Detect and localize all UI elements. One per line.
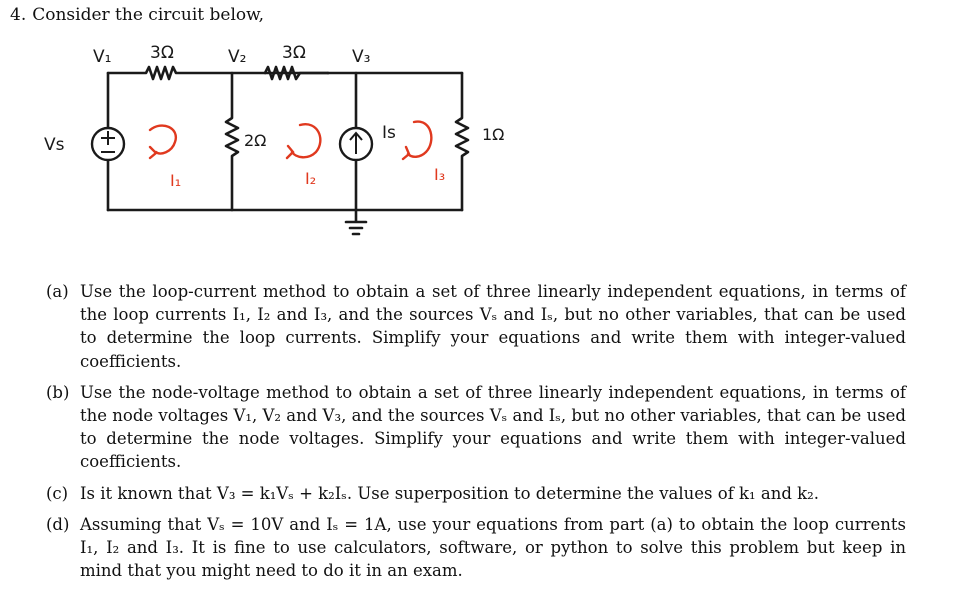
loop-arrow-3-icon <box>401 120 433 161</box>
part-text: Is it known that V₃ = k₁Vₛ + k₂Iₛ. Use s… <box>80 483 820 503</box>
problem-heading: 4.Consider the circuit below, <box>10 5 264 25</box>
problem-parts: (a) Use the loop-current method to obtai… <box>46 280 906 590</box>
node-label-v3: V₃ <box>352 47 370 67</box>
resistor-3ohm-b <box>263 65 330 81</box>
node-label-v1: V₁ <box>93 47 111 67</box>
source-label-vs: Vs <box>44 135 65 155</box>
part-label: (c) <box>46 483 69 503</box>
voltage-source-icon <box>90 126 126 162</box>
loop-label-i2: I₂ <box>305 169 316 188</box>
loop-arrow-2-icon <box>285 123 322 160</box>
part-text: Use the loop-current method to obtain a … <box>80 282 906 371</box>
node-label-v2: V₂ <box>228 47 246 67</box>
circuit-diagram: V₁ V₂ V₃ 3Ω 3Ω 2Ω 1Ω Vs Is I₁ I₂ I₃ <box>44 43 504 236</box>
resistor-2ohm <box>224 71 240 212</box>
top-wire-left <box>106 65 330 81</box>
loop-label-i3: I₃ <box>434 165 445 184</box>
problem-number: 4. <box>10 5 27 25</box>
part-c: (c) Is it known that V₃ = k₁Vₛ + k₂Iₛ. U… <box>46 482 906 505</box>
resistor-label-3ohm-b: 3Ω <box>282 43 306 63</box>
resistor-label-2ohm: 2Ω <box>244 131 266 150</box>
loop-arrow-1-icon <box>148 124 178 160</box>
part-a: (a) Use the loop-current method to obtai… <box>46 280 906 373</box>
loop-current-arrows <box>148 120 433 161</box>
part-text: Assuming that Vₛ = 10V and Iₛ = 1A, use … <box>80 514 906 581</box>
part-text: Use the node-voltage method to obtain a … <box>80 382 906 472</box>
current-source-icon <box>338 126 374 162</box>
part-b: (b) Use the node-voltage method to obtai… <box>46 381 906 474</box>
ground-icon <box>344 208 368 236</box>
circuit-wires <box>106 65 470 236</box>
source-label-is: Is <box>382 123 396 143</box>
part-label: (a) <box>46 282 69 301</box>
part-label: (d) <box>46 514 70 534</box>
loop-label-i1: I₁ <box>170 171 181 190</box>
part-label: (b) <box>46 382 70 402</box>
part-d: (d) Assuming that Vₛ = 10V and Iₛ = 1A, … <box>46 513 906 583</box>
resistor-label-1ohm: 1Ω <box>482 125 504 144</box>
problem-title: Consider the circuit below, <box>32 5 265 25</box>
resistor-1ohm <box>454 71 470 212</box>
resistor-label-3ohm-a: 3Ω <box>150 43 174 63</box>
